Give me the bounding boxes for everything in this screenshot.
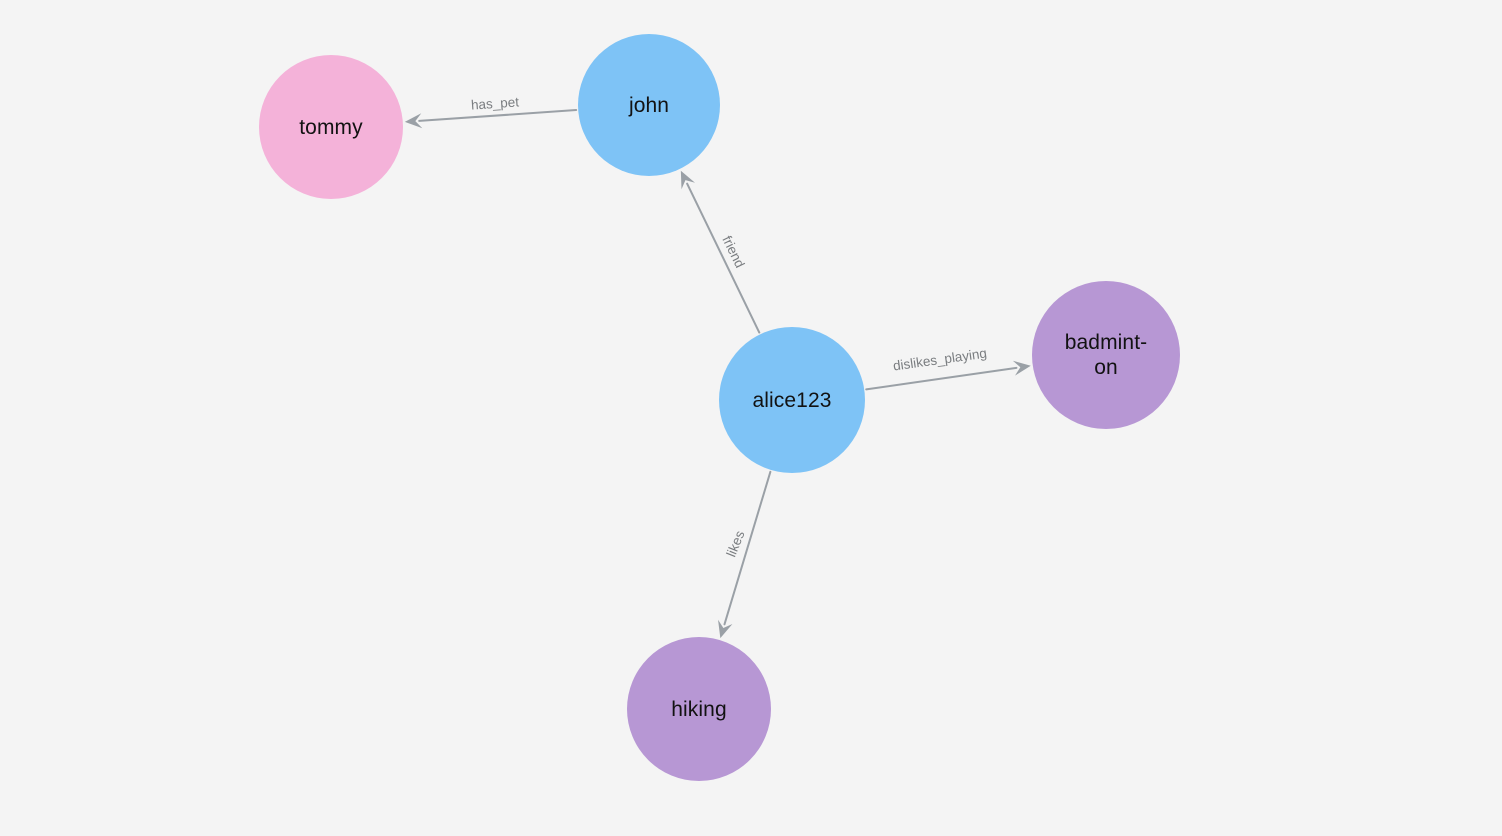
graph-node-tommy[interactable]: tommy bbox=[259, 55, 403, 199]
node-circle-alice123[interactable] bbox=[719, 327, 865, 473]
edge-arrowhead bbox=[680, 170, 696, 190]
node-circle-badminton[interactable] bbox=[1032, 281, 1180, 429]
graph-edge-alice123-friend-john[interactable] bbox=[680, 170, 761, 334]
graph-edge-alice123-dislikes_playing-badminton[interactable] bbox=[865, 360, 1031, 391]
node-circle-john[interactable] bbox=[578, 34, 720, 176]
edge-arrowhead bbox=[718, 619, 733, 639]
graph-node-john[interactable]: john bbox=[578, 34, 720, 176]
edge-line bbox=[686, 182, 761, 334]
graph-edge-alice123-likes-hiking[interactable] bbox=[718, 470, 772, 639]
edge-line bbox=[865, 366, 1018, 391]
node-circle-hiking[interactable] bbox=[627, 637, 771, 781]
graph-edge-john-has_pet-tommy[interactable] bbox=[404, 109, 578, 129]
node-circle-tommy[interactable] bbox=[259, 55, 403, 199]
graph-node-alice123[interactable]: alice123 bbox=[719, 327, 865, 473]
graph-node-hiking[interactable]: hiking bbox=[627, 637, 771, 781]
edge-arrowhead bbox=[404, 113, 423, 129]
edge-line bbox=[418, 109, 578, 122]
edge-arrowhead bbox=[1012, 360, 1031, 376]
graph-node-badminton[interactable]: badmint- on bbox=[1032, 281, 1180, 429]
edge-line bbox=[723, 470, 772, 626]
